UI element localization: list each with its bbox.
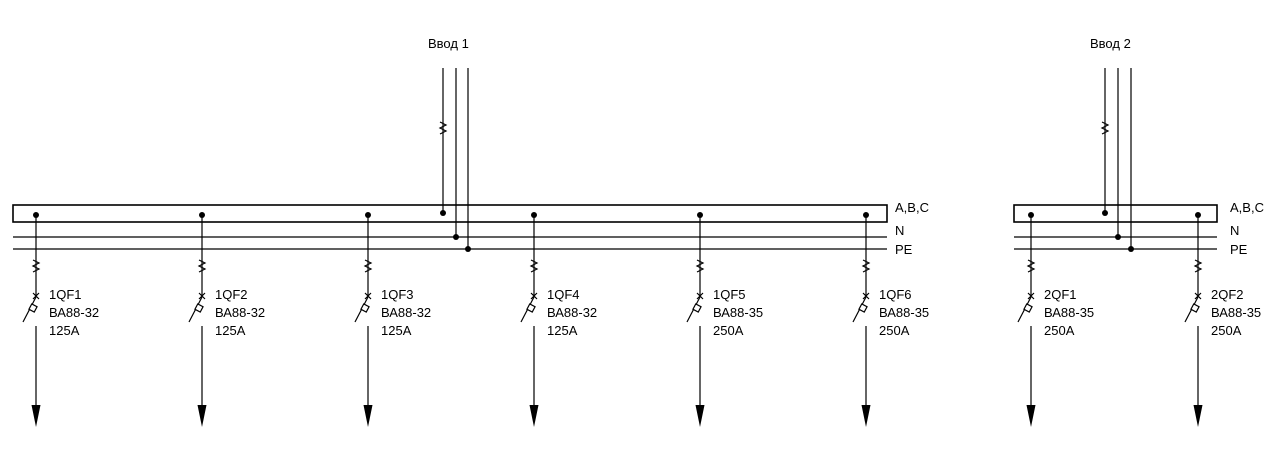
breaker-rating-label: 125А xyxy=(215,323,246,338)
outgoing-feeders: 1QF1ВА88-32125А1QF2ВА88-32125А1QF3ВА88-3… xyxy=(22,212,1261,427)
breaker-id-label: 1QF1 xyxy=(49,287,82,302)
breaker-model-label: ВА88-35 xyxy=(1211,305,1261,320)
breaker-rating-label: 250А xyxy=(1211,323,1242,338)
breaker-model-label: ВА88-32 xyxy=(381,305,431,320)
bus-1-phase-label: A,B,C xyxy=(895,200,929,215)
input-1-feeder xyxy=(438,68,471,252)
busbar-2 xyxy=(1013,204,1218,250)
breaker-rating-label: 250А xyxy=(1044,323,1075,338)
input-1-label: Ввод 1 xyxy=(428,36,469,51)
breaker-model-label: ВА88-35 xyxy=(713,305,763,320)
breaker-id-label: 2QF1 xyxy=(1044,287,1077,302)
breaker-id-label: 2QF2 xyxy=(1211,287,1244,302)
breaker-rating-label: 125А xyxy=(49,323,80,338)
breaker-rating-label: 250А xyxy=(879,323,910,338)
busbar-1 xyxy=(12,204,888,250)
breaker-id-label: 1QF5 xyxy=(713,287,746,302)
bus-1-pe-label: PE xyxy=(895,242,913,257)
input-2-feeder xyxy=(1100,68,1134,252)
input-2-label: Ввод 2 xyxy=(1090,36,1131,51)
breaker-model-label: ВА88-35 xyxy=(879,305,929,320)
breaker-model-label: ВА88-35 xyxy=(1044,305,1094,320)
breaker-rating-label: 125А xyxy=(381,323,412,338)
bus-2-neutral-label: N xyxy=(1230,223,1239,238)
breaker-rating-label: 250А xyxy=(713,323,744,338)
bus-1-neutral-label: N xyxy=(895,223,904,238)
breaker-id-label: 1QF4 xyxy=(547,287,580,302)
breaker-rating-label: 125А xyxy=(547,323,578,338)
breaker-model-label: ВА88-32 xyxy=(215,305,265,320)
bus-2-pe-label: PE xyxy=(1230,242,1248,257)
breaker-id-label: 1QF6 xyxy=(879,287,912,302)
bus-2-phase-label: A,B,C xyxy=(1230,200,1264,215)
breaker-model-label: ВА88-32 xyxy=(547,305,597,320)
breaker-id-label: 1QF3 xyxy=(381,287,414,302)
breaker-model-label: ВА88-32 xyxy=(49,305,99,320)
breaker-id-label: 1QF2 xyxy=(215,287,248,302)
